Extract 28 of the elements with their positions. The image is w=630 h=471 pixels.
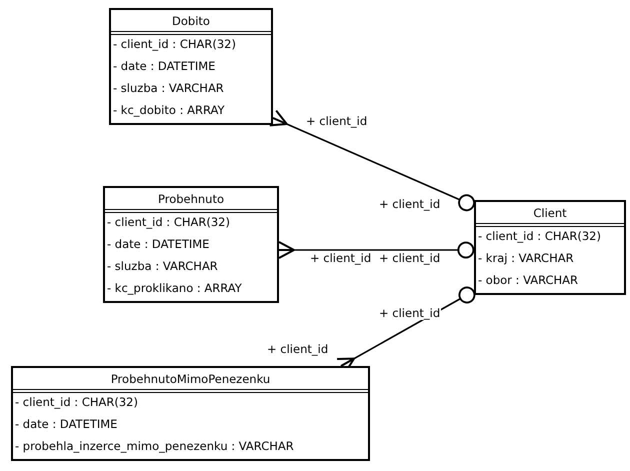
table-field: - obor : VARCHAR [476, 271, 624, 293]
table-field: - sluzba : VARCHAR [111, 79, 271, 101]
table-field: - kc_dobito : ARRAY [111, 101, 271, 123]
table-title: Probehnuto [105, 188, 277, 213]
role-label: + client_id [378, 306, 442, 320]
table-field: - client_id : CHAR(32) [111, 35, 271, 57]
table-field: - kc_proklikano : ARRAY [105, 279, 277, 301]
role-label: + client_id [378, 251, 442, 265]
table-field: - client_id : CHAR(32) [13, 393, 368, 415]
table-box [11, 366, 370, 461]
table-field: - date : DATETIME [105, 235, 277, 257]
table-field: - client_id : CHAR(32) [476, 227, 624, 249]
edge-label: + client_id [305, 114, 368, 128]
role-label: + client_id [378, 197, 442, 211]
table-title: ProbehnutoMimoPenezenku [13, 368, 368, 393]
edge-label: + client_id [266, 342, 330, 356]
table-title: Dobito [111, 10, 271, 35]
table-field: - probehla_inzerce_mimo_penezenku : VARCHAR [13, 437, 368, 459]
table-box [103, 186, 279, 303]
table-box [109, 8, 273, 125]
table-field: - sluzba : VARCHAR [105, 257, 277, 279]
table-box [474, 200, 626, 295]
table-field: - date : DATETIME [111, 57, 271, 79]
table-field: - client_id : CHAR(32) [105, 213, 277, 235]
table-field: - date : DATETIME [13, 415, 368, 437]
edge-label: + client_id [309, 251, 372, 265]
table-title: Client [476, 202, 624, 227]
table-field: - kraj : VARCHAR [476, 249, 624, 271]
